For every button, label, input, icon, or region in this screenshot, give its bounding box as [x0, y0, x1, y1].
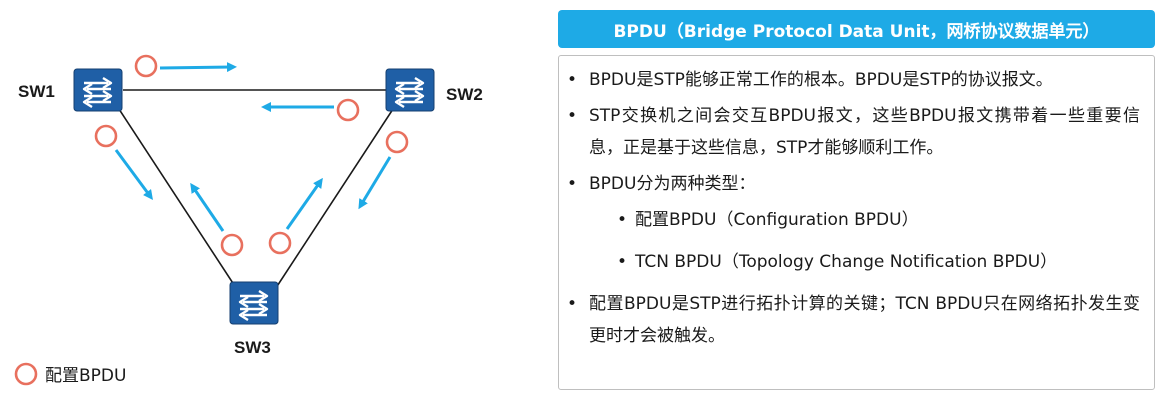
bpdu-direction-arrow: [358, 156, 392, 210]
bpdu-marker: [385, 130, 409, 154]
bpdu-direction-arrow: [114, 149, 153, 201]
bpdu-direction-arrow: [190, 182, 225, 232]
switch-icon: [384, 67, 436, 113]
bullet-list: BPDU是STP能够正常工作的根本。BPDU是STP的协议报文。 STP交换机之…: [559, 56, 1154, 352]
bpdu-marker: [268, 231, 292, 255]
switch-label-sw3: SW3: [234, 338, 271, 357]
switch-icon: [228, 280, 280, 326]
switch-label-sw1: SW1: [18, 82, 55, 101]
bullet-item: 配置BPDU是STP进行拓扑计算的关键；TCN BPDU只在网络拓扑发生变更时才…: [567, 288, 1140, 352]
bullet-item: BPDU分为两种类型：: [567, 168, 1140, 200]
sub-bullet-item: TCN BPDU（Topology Change Notification BP…: [585, 246, 1140, 278]
bpdu-marker: [220, 233, 244, 257]
sub-bullet-item: 配置BPDU（Configuration BPDU）: [585, 204, 1140, 236]
bpdu-marker: [336, 98, 360, 122]
legend-label: 配置BPDU: [45, 366, 126, 386]
legend: 配置BPDU: [14, 362, 126, 386]
stp-topology-diagram: SW1 SW2 SW3 配置BPDU: [14, 54, 483, 386]
switch-icon: [72, 67, 124, 113]
panel-title: BPDU（Bridge Protocol Data Unit，网桥协议数据单元）: [558, 10, 1155, 48]
bpdu-direction-arrow: [285, 177, 323, 230]
description-panel: BPDU是STP能够正常工作的根本。BPDU是STP的协议报文。 STP交换机之…: [558, 55, 1155, 390]
link-sw2-sw3: [269, 105, 396, 298]
bpdu-marker: [94, 124, 118, 148]
bpdu-direction-arrow: [159, 62, 237, 73]
bpdu-marker: [134, 54, 158, 78]
bullet-item: BPDU是STP能够正常工作的根本。BPDU是STP的协议报文。: [567, 64, 1140, 96]
legend-bpdu-marker: [14, 362, 38, 386]
switch-label-sw2: SW2: [446, 85, 483, 104]
bullet-item: STP交换机之间会交互BPDU报文，这些BPDU报文携带着一些重要信息，正是基于…: [567, 100, 1140, 164]
link-sw1-sw3: [116, 105, 243, 298]
